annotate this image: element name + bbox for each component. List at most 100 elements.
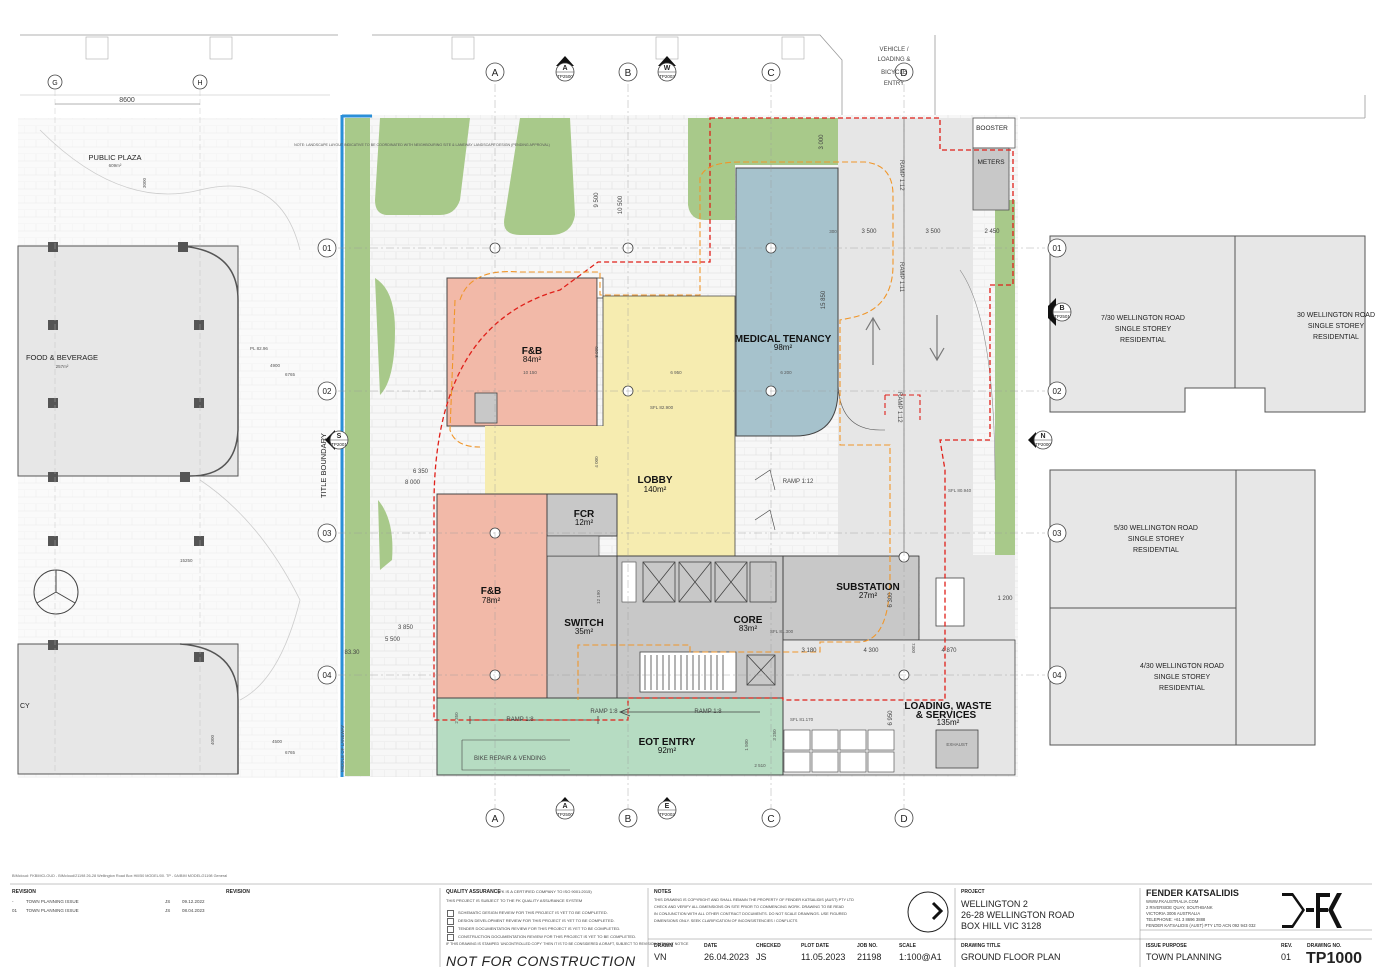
rev-head: REV. <box>1281 943 1293 949</box>
dim-1500: 1 500 <box>744 739 749 751</box>
section-marker-b-right: B TP2501 <box>1048 298 1072 326</box>
section-markers: A TP2500 W TP2003 S TP2001 B TP2501 <box>325 56 1072 820</box>
vehicle-entry-1: VEHICLE / <box>879 47 908 53</box>
field-scale-value: 1:100@A1 <box>899 952 942 962</box>
title-block-frame <box>10 883 1372 967</box>
bike-label: BIKE REPAIR & VENDING <box>474 756 546 762</box>
dim-3000: 3 000 <box>819 134 825 150</box>
neighbour-30-line2: SINGLE STOREY <box>1308 323 1365 330</box>
fcr-area: 12m² <box>575 518 594 527</box>
dim-10150: 10 150 <box>523 370 537 375</box>
switch-label: SWITCH <box>564 618 603 629</box>
driveway <box>838 118 973 555</box>
neighbour-7-line2: SINGLE STOREY <box>1115 326 1172 333</box>
top-context <box>20 34 1366 119</box>
fcr-label: FCR <box>574 509 595 520</box>
left-context: 8600 PUBLIC PLAZA 609m² FOOD & BEVERAGE … <box>17 30 338 778</box>
south-building <box>17 643 239 775</box>
svg-text:N: N <box>1040 433 1045 440</box>
annotation-labels: TITLE BOUNDARY MIDDLE OF LANEWAY NOTE: L… <box>294 143 971 772</box>
drawing-title: GROUND FLOOR PLAN <box>961 952 1061 962</box>
qa-item-1: SCHEMATIC DESIGN REVIEW FOR THIS PROJECT… <box>458 910 608 915</box>
field-jobno-value: 21198 <box>857 952 882 962</box>
substation-label: SUBSTATION <box>836 582 900 593</box>
sfl-driveway: SFL 80.940 <box>948 488 972 493</box>
sfl-loading: SFL 81.170 <box>790 717 814 722</box>
field-checked-head: CHECKED <box>756 943 781 949</box>
ramp-112-lower: RAMP 1:12 <box>896 392 902 423</box>
dim-15850: 15 850 <box>821 290 827 309</box>
dim-6300: 6 300 <box>888 592 894 608</box>
field-plotdate-head: PLOT DATE <box>801 943 829 949</box>
neighbour-30-line1: 30 WELLINGTON ROAD <box>1297 312 1375 319</box>
section-marker-a-top: A TP2500 <box>555 56 575 82</box>
fb-bottom-room <box>436 493 548 699</box>
dim-3250: 3 250 <box>772 729 777 741</box>
not-for-construction: NOT FOR CONSTRUCTION <box>446 953 636 969</box>
field-date-value: 26.04.2023 <box>704 952 750 962</box>
lobby-area: 140m² <box>644 485 667 494</box>
fb-bottom-area: 78m² <box>482 596 501 605</box>
firm-line-5: FENDER KATSALIDIS (AUST) PTY LTD ACN 092… <box>1146 923 1256 928</box>
dim-4000b: 4000 <box>210 734 215 745</box>
orange-outline <box>449 161 894 700</box>
svg-text:S: S <box>337 433 342 440</box>
qa-checkbox-2 <box>447 918 454 925</box>
dim-4000: 4 000 <box>594 456 599 468</box>
dim-6950-vertical: 6 950 <box>888 710 894 726</box>
grid-col-top-c: C <box>767 68 774 79</box>
dim-2510: 2 510 <box>754 763 766 768</box>
middle-of-laneway-label: MIDDLE OF LANEWAY <box>340 725 345 772</box>
drawing-no: TP1000 <box>1306 950 1363 967</box>
revision-head: REVISION <box>12 889 36 895</box>
dim-3000b: 3000 <box>142 177 147 188</box>
qa-foot: IF THIS DRAWING IS STAMPED 'UNCONTROLLED… <box>446 942 689 946</box>
revision-row-1-by: JS <box>165 899 171 904</box>
neighbour-5-line3: RESIDENTIAL <box>1133 547 1179 554</box>
dim-6350: 6 350 <box>413 469 429 475</box>
ramp-18-mid: RAMP 1:8 <box>590 709 618 715</box>
qa-head: QUALITY ASSURANCE <box>446 889 501 895</box>
grid-col-top-a: A <box>492 68 499 79</box>
dimension-labels: 6 350 8 000 3 850 5 500 83.30 9 500 10 5… <box>344 134 1013 768</box>
core-label: CORE <box>734 615 763 626</box>
notes-line-4: DIMENSIONS ONLY. SEEK CLARIFICATION OF I… <box>654 919 798 923</box>
ramp-18-west: RAMP 1:8 <box>506 717 534 723</box>
revision-row-1-date: 09.12.2022 <box>182 899 205 904</box>
public-plaza-area: 609m² <box>109 163 122 168</box>
dim-8330: 83.30 <box>344 650 360 656</box>
grid-col-top-b: B <box>625 68 632 79</box>
dim-8000: 8 000 <box>405 480 421 486</box>
revision-row-2-rev: 01 <box>12 908 18 913</box>
grid-col-bottom-c: C <box>767 814 774 825</box>
room-labels: F&B 84m² F&B 78m² LOBBY 140m² FCR 12m² S… <box>474 47 1375 762</box>
dim-8600: 8600 <box>119 97 135 104</box>
dim-6950: 6 950 <box>670 370 682 375</box>
dim-6765b: 6765 <box>285 750 296 755</box>
red-boundary <box>433 117 1014 721</box>
landscape-note: NOTE: LANDSCAPE LAYOUT INDICATIVE TO BE … <box>294 143 550 147</box>
svg-text:W: W <box>664 65 671 72</box>
fk-logo-icon <box>1282 893 1342 928</box>
grid-lines <box>338 84 1045 810</box>
grid-bubbles: A B C D A B C D 01 02 03 04 01 02 03 04 … <box>47 62 1067 828</box>
ramp-111-vertical: RAMP 1:11 <box>898 262 904 293</box>
grid-row-right-02: 02 <box>1053 387 1062 396</box>
drawing-title-head: DRAWING TITLE <box>961 943 1001 949</box>
notes-line-3: IN CONJUNCTION WITH ALL OTHER CONTRACT D… <box>654 912 847 916</box>
meters-label: METERS <box>977 159 1005 166</box>
dim-9500: 9 500 <box>594 192 600 208</box>
dim-4500: 4500 <box>272 739 283 744</box>
issue-purpose: TOWN PLANNING <box>1146 952 1222 962</box>
eot-label: EOT ENTRY <box>639 737 696 748</box>
sfl-lobby: SFL 82.900 <box>650 405 674 410</box>
fb-top-label: F&B <box>522 346 543 357</box>
qa-checkbox-4 <box>447 934 454 941</box>
site <box>340 114 1018 777</box>
field-scale-head: SCALE <box>899 943 916 949</box>
field-checked-value: JS <box>756 952 767 962</box>
title-boundary-label: TITLE BOUNDARY <box>319 433 328 498</box>
project-logo-icon <box>907 891 949 933</box>
section-marker-n-right: N TP2000 <box>1028 430 1053 450</box>
dim-4900: 4900 <box>270 363 281 368</box>
